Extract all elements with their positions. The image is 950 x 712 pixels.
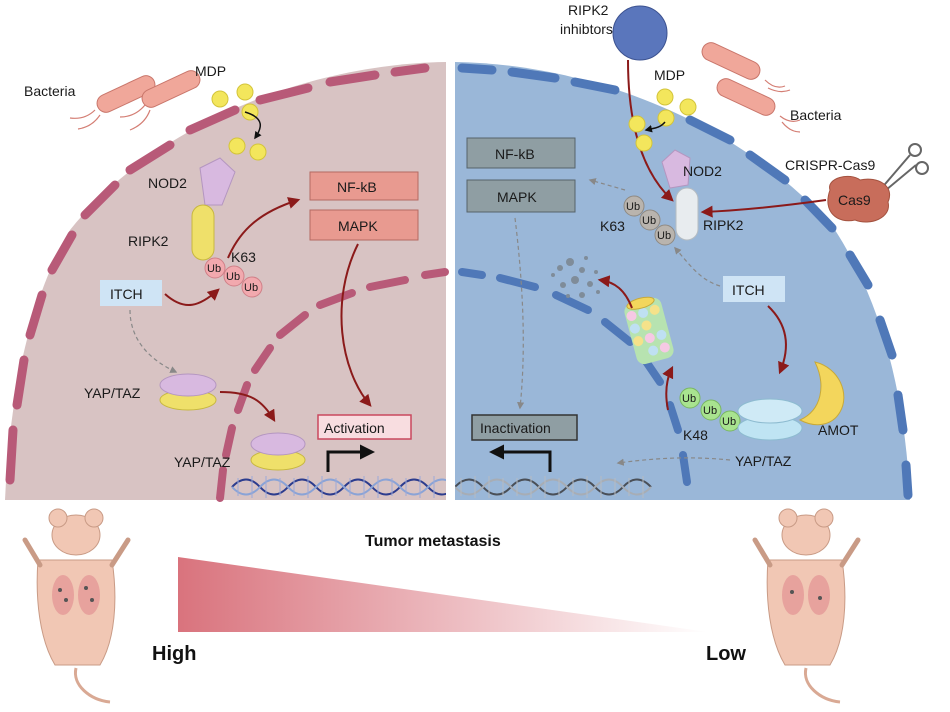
left-k63-label: K63 bbox=[231, 249, 256, 265]
left-arrow-ub-to-nfkb bbox=[227, 197, 301, 259]
left-arrow-itch-to-yaptaz bbox=[129, 309, 178, 373]
metastasis-title: Tumor metastasis bbox=[365, 533, 501, 550]
right-crispr-label: CRISPR-Cas9 bbox=[785, 157, 875, 173]
right-ub-2: Ub bbox=[642, 215, 656, 227]
right-mapk-label: MAPK bbox=[497, 189, 537, 205]
left-activation-box bbox=[317, 414, 412, 440]
left-itch-box bbox=[100, 280, 162, 306]
high-label: High bbox=[152, 643, 196, 665]
left-nod2-label: NOD2 bbox=[148, 175, 187, 191]
right-ub-3: Ub bbox=[657, 230, 671, 242]
right-dna-helix bbox=[455, 476, 652, 498]
right-outer-membrane bbox=[457, 63, 913, 500]
right-transcription-arrow bbox=[489, 444, 552, 472]
left-mapk-box bbox=[309, 209, 419, 241]
left-ub-1: Ub bbox=[207, 263, 221, 275]
right-inactivation-label: Inactivation bbox=[480, 420, 551, 436]
right-ripk2-inhibitors-label-1: RIPK2 bbox=[568, 2, 609, 18]
right-ub-1: Ub bbox=[626, 201, 640, 213]
right-amot-icon bbox=[798, 361, 845, 426]
right-k63-label: K63 bbox=[600, 218, 625, 234]
left-outer-membrane bbox=[5, 63, 430, 485]
right-nod2-icon bbox=[661, 149, 691, 189]
low-label: Low bbox=[706, 643, 746, 665]
right-ub-k48-3: Ub bbox=[722, 416, 736, 428]
metastasis-gradient-wedge bbox=[178, 557, 708, 632]
left-dna-helix bbox=[231, 476, 446, 498]
left-ub-3: Ub bbox=[244, 282, 258, 294]
left-ub-chain: Ub Ub Ub bbox=[204, 257, 263, 298]
left-yaptaz-label-2: YAP/TAZ bbox=[174, 454, 231, 470]
right-itch-label: ITCH bbox=[732, 282, 765, 298]
left-bacteria-icon bbox=[69, 70, 201, 131]
right-bacteria-icon bbox=[701, 42, 801, 133]
left-arrow-itch-to-ub bbox=[164, 288, 220, 307]
right-nfkb-label: NF-kB bbox=[495, 146, 535, 162]
left-yaptaz-label-1: YAP/TAZ bbox=[84, 385, 141, 401]
right-ripk2-icon bbox=[675, 187, 699, 241]
right-k48-label: K48 bbox=[683, 427, 708, 443]
left-ub-2: Ub bbox=[226, 271, 240, 283]
right-yaptaz-complex-icon bbox=[737, 398, 803, 441]
right-amot-label: AMOT bbox=[818, 422, 859, 438]
left-ripk2-label: RIPK2 bbox=[128, 233, 169, 249]
right-bacteria-label: Bacteria bbox=[790, 107, 842, 123]
right-inhibitor-molecule-icon bbox=[612, 5, 668, 61]
left-yaptaz-nuc-icon bbox=[250, 432, 306, 471]
left-nuclear-membrane bbox=[216, 268, 449, 502]
right-arrow-cas9-to-ripk2 bbox=[700, 199, 827, 218]
left-ripk2-icon bbox=[191, 204, 215, 261]
left-mdp-label: MDP bbox=[195, 63, 226, 79]
right-cell bbox=[455, 62, 913, 500]
right-nfkb-box bbox=[466, 137, 576, 169]
right-proteasome-icon bbox=[624, 296, 674, 365]
right-arrow-ripk2-to-nfkb bbox=[588, 178, 626, 191]
right-arrow-ub-to-proteasome bbox=[662, 365, 674, 411]
left-arrow-mapk-to-activation bbox=[340, 243, 372, 407]
right-mdp-particles-icon bbox=[628, 88, 697, 152]
right-degradation-debris-icon bbox=[551, 256, 600, 298]
left-nod2-icon bbox=[199, 157, 236, 206]
right-ub-k48-1: Ub bbox=[682, 393, 696, 405]
right-cas9-label: Cas9 bbox=[838, 192, 871, 208]
right-inactivation-box bbox=[471, 414, 578, 441]
right-arrow-itch-to-ub bbox=[674, 246, 721, 287]
left-nfkb-label: NF-kB bbox=[337, 179, 377, 195]
right-cell-body bbox=[455, 62, 910, 500]
left-mdp-arrow bbox=[244, 111, 262, 140]
left-activation-label: Activation bbox=[324, 420, 385, 436]
left-arrow-yaptaz-to-nucleus bbox=[219, 391, 276, 423]
left-bacteria-label: Bacteria bbox=[24, 83, 76, 99]
right-ub-k48-chain: Ub Ub Ub bbox=[679, 387, 741, 432]
right-arrow-yaptaz-to-nucleus bbox=[616, 457, 731, 466]
right-yaptaz-label: YAP/TAZ bbox=[735, 453, 792, 469]
right-ub-chain: Ub Ub Ub bbox=[623, 195, 676, 246]
right-arrow-itch-to-amot bbox=[767, 305, 790, 375]
right-mouse-icon bbox=[752, 508, 861, 704]
left-mouse-icon bbox=[22, 508, 131, 704]
left-itch-label: ITCH bbox=[110, 286, 143, 302]
left-transcription-arrow bbox=[326, 444, 375, 472]
right-mdp-arrow bbox=[644, 121, 666, 133]
left-yaptaz-cyto-icon bbox=[159, 373, 217, 411]
right-nuclear-membrane bbox=[458, 268, 691, 486]
right-nod2-label: NOD2 bbox=[683, 163, 722, 179]
right-ripk2-label: RIPK2 bbox=[703, 217, 744, 233]
right-itch-box bbox=[723, 276, 785, 302]
left-mapk-label: MAPK bbox=[338, 218, 378, 234]
right-mapk-box bbox=[466, 179, 576, 213]
left-nfkb-box bbox=[309, 171, 419, 201]
right-arrow-proteasome-to-debris bbox=[597, 275, 633, 309]
right-ripk2-inhibitors-label-2: inhibtors bbox=[560, 21, 613, 37]
right-cas9-icon bbox=[827, 175, 891, 223]
right-mdp-label: MDP bbox=[654, 67, 685, 83]
right-ub-k48-2: Ub bbox=[703, 405, 717, 417]
right-arrow-mapk-to-inactivation bbox=[514, 217, 525, 410]
